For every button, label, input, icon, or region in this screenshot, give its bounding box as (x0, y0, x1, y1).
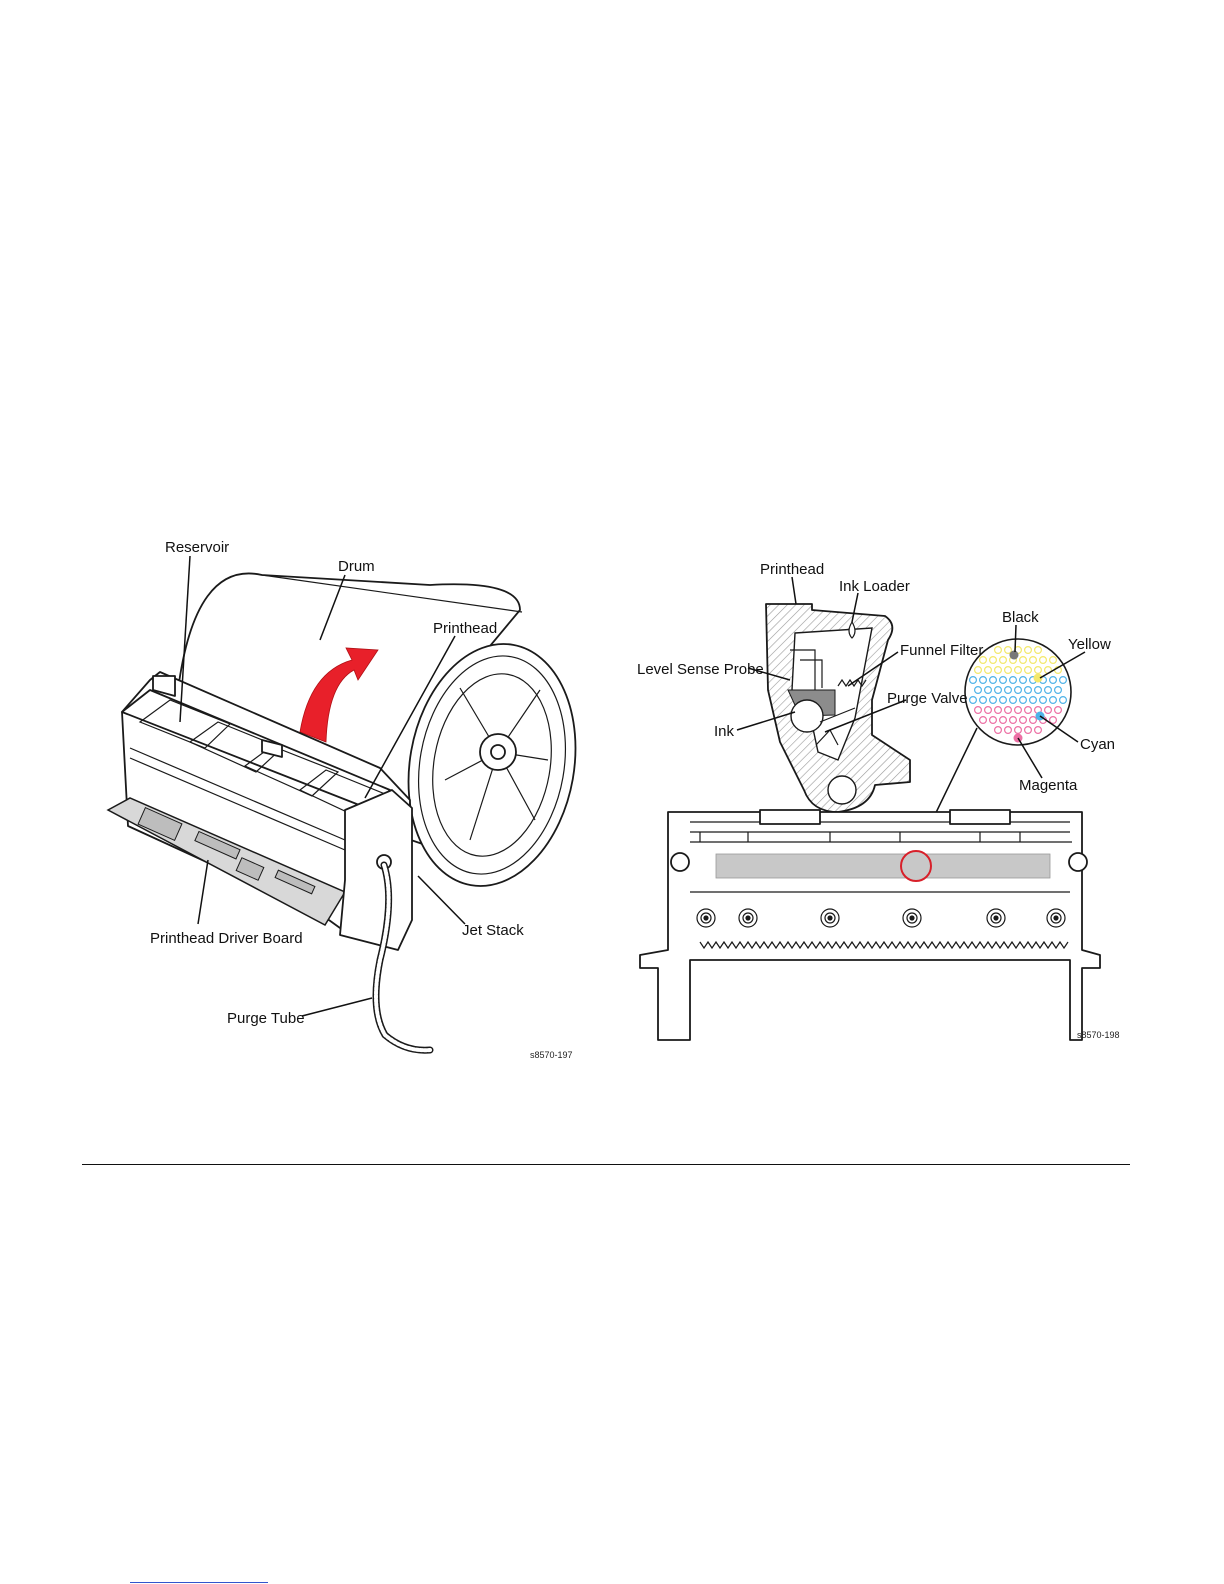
nozzle-dot (1035, 727, 1042, 734)
nozzle-dot (1060, 697, 1067, 704)
nozzle-dot (1005, 727, 1012, 734)
label-level-sense-probe: Level Sense Probe (637, 661, 764, 678)
screw-icon (828, 916, 832, 920)
nozzle-dot (1035, 647, 1042, 654)
nozzle-dot (985, 687, 992, 694)
page-divider-rule (82, 1164, 1130, 1165)
nozzle-dot (1030, 657, 1037, 664)
nozzle-dot (1020, 657, 1027, 664)
nozzle-dot (1020, 717, 1027, 724)
nozzle-dot (1060, 677, 1067, 684)
screw-icon (910, 916, 914, 920)
nozzle-dot (1025, 667, 1032, 674)
nozzle-dot (990, 677, 997, 684)
nozzle-dot (1020, 677, 1027, 684)
nozzle-dot (1005, 667, 1012, 674)
label-cyan: Cyan (1080, 736, 1115, 753)
nozzle-dot (1010, 677, 1017, 684)
label-printhead-left: Printhead (433, 620, 497, 637)
label-drum: Drum (338, 558, 375, 575)
nozzle-dot (1045, 687, 1052, 694)
nozzle-dot (1030, 717, 1037, 724)
nozzle-dot (1030, 697, 1037, 704)
nozzle-dot (1015, 707, 1022, 714)
label-funnel-filter: Funnel Filter (900, 642, 983, 659)
nozzle-dot (1025, 707, 1032, 714)
screw-icon (994, 916, 998, 920)
nozzle-dot (1000, 717, 1007, 724)
nozzle-dot (970, 697, 977, 704)
nozzle-dot (1050, 657, 1057, 664)
nozzle-dot (995, 647, 1002, 654)
nozzle-dot (1005, 687, 1012, 694)
label-yellow: Yellow (1068, 636, 1111, 653)
nozzle-dot (1040, 697, 1047, 704)
nozzle-dot (1035, 687, 1042, 694)
nozzle-dot (1025, 647, 1032, 654)
nozzle-dot (990, 717, 997, 724)
nozzle-dot (990, 697, 997, 704)
screw-icon (704, 916, 708, 920)
figure-id-left: s8570-197 (530, 1050, 573, 1060)
nozzle-dot (1000, 657, 1007, 664)
label-magenta: Magenta (1019, 777, 1078, 794)
footer-link-underline[interactable] (130, 1582, 268, 1583)
nozzle-highlight-ring (901, 851, 931, 881)
nozzle-dot (985, 667, 992, 674)
nozzle-dot (980, 697, 987, 704)
nozzle-dot (1020, 697, 1027, 704)
printhead-drum-assembly-illustration (108, 573, 594, 1050)
nozzle-dot (995, 687, 1002, 694)
label-printhead-driver-board: Printhead Driver Board (150, 930, 303, 947)
nozzle-dot (980, 677, 987, 684)
label-printhead-right: Printhead (760, 561, 824, 578)
printhead-cross-section (766, 604, 910, 812)
nozzle-dot (975, 707, 982, 714)
nozzle-dot (995, 727, 1002, 734)
nozzle-dot (1015, 727, 1022, 734)
nozzle-dot (1055, 687, 1062, 694)
nozzle-dot (1000, 697, 1007, 704)
nozzle-dot (980, 717, 987, 724)
label-black: Black (1002, 609, 1039, 626)
nozzle-dot (1025, 727, 1032, 734)
screw-icon (1054, 916, 1058, 920)
nozzle-dot (995, 707, 1002, 714)
jet-stack-face-view (640, 810, 1100, 1040)
nozzle-dot (1040, 657, 1047, 664)
nozzle-dot (970, 677, 977, 684)
jet-strip (716, 854, 1050, 878)
figure-id-right: s8570-198 (1077, 1030, 1120, 1040)
nozzle-dot (985, 707, 992, 714)
nozzle-dot (1015, 687, 1022, 694)
label-purge-tube: Purge Tube (227, 1010, 305, 1027)
nozzle-dot (1005, 707, 1012, 714)
nozzle-dot (1035, 667, 1042, 674)
nozzle-dot (1000, 677, 1007, 684)
label-purge-valve: Purge Valve (887, 690, 968, 707)
nozzle-dot (1055, 707, 1062, 714)
nozzle-dot (995, 667, 1002, 674)
nozzle-dot (1010, 697, 1017, 704)
nozzle-dot (990, 657, 997, 664)
label-jet-stack: Jet Stack (462, 922, 524, 939)
nozzle-dot (1025, 687, 1032, 694)
nozzle-dot (1050, 677, 1057, 684)
label-reservoir: Reservoir (165, 539, 229, 556)
nozzle-dot (975, 687, 982, 694)
nozzle-dot (1045, 707, 1052, 714)
nozzle-dot (1015, 667, 1022, 674)
screw-icon (746, 916, 750, 920)
nozzle-dot (975, 667, 982, 674)
label-ink-loader: Ink Loader (839, 578, 910, 595)
nozzle-color-marker (1010, 651, 1019, 660)
nozzle-dot (1010, 717, 1017, 724)
nozzle-dot (1050, 697, 1057, 704)
label-ink: Ink (714, 723, 735, 740)
